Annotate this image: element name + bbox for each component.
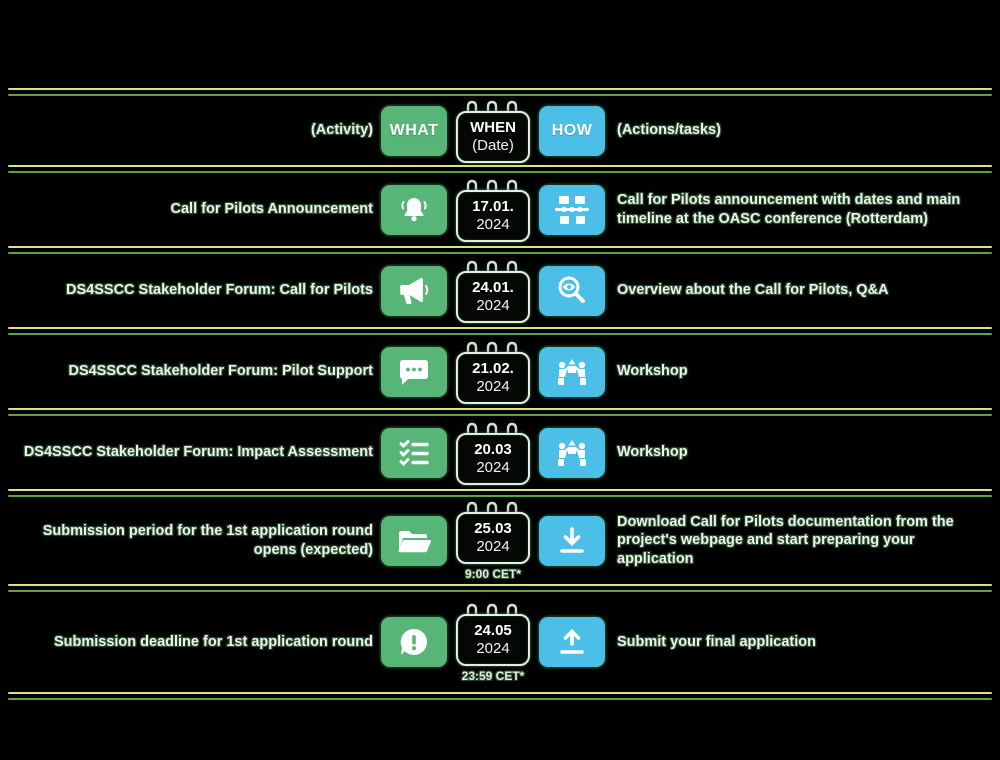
sitemap-icon: [555, 195, 589, 224]
separator: [8, 327, 992, 335]
calendar-body: 24.01. 2024: [456, 270, 530, 323]
calendar-body: 21.02. 2024: [456, 351, 530, 404]
bell-icon: [401, 197, 427, 221]
checklist-icon: [399, 439, 429, 466]
calendar: 24.05 2024 23:59 CET*: [455, 602, 531, 683]
calendar-date: 20.03: [474, 440, 512, 458]
how-tile: [539, 427, 605, 478]
time-note: 9:00 CET*: [464, 567, 522, 581]
what-tile: [381, 184, 447, 235]
timeline-row-pilot-support: DS4SSCC Stakeholder Forum: Pilot Support…: [0, 335, 1000, 408]
calendar-binding-icon: [466, 179, 518, 193]
alert-chat-icon: [400, 628, 427, 655]
calendar-body: 24.05 2024: [456, 613, 530, 666]
calendar-binding-icon: [466, 341, 518, 355]
workshop-icon: [558, 358, 586, 385]
header-activity-label: (Activity): [310, 122, 373, 139]
when-header-body: WHEN (Date): [456, 110, 530, 163]
separator: [8, 88, 992, 96]
how-tile: [539, 617, 605, 667]
calendar-body: 17.01. 2024: [456, 189, 530, 242]
calendar-date: 24.01.: [472, 278, 514, 296]
time-note: 23:59 CET*: [461, 668, 525, 683]
download-icon: [560, 526, 584, 553]
chat-dots-icon: [400, 359, 428, 385]
calendar: 21.02. 2024: [455, 340, 531, 404]
separator: [8, 408, 992, 416]
calendar-binding-icon: [466, 100, 518, 114]
what-tile: [381, 346, 447, 397]
when-sub-label: (Date): [472, 136, 514, 154]
calendar: 17.01. 2024: [455, 178, 531, 242]
what-label: WHAT: [389, 121, 439, 139]
header-actions-label: (Actions/tasks): [617, 122, 721, 139]
separator: [8, 584, 992, 592]
calendar: 25.03 2024 9:00 CET*: [455, 500, 531, 581]
calendar-year: 2024: [476, 458, 510, 476]
calendar-binding-icon: [466, 603, 518, 617]
row-action: Workshop: [617, 444, 688, 461]
what-tile: [381, 515, 447, 566]
row-action: Workshop: [617, 363, 688, 380]
how-tile: [539, 515, 605, 566]
row-action: Submit your final application: [617, 633, 816, 650]
how-label: HOW: [551, 121, 593, 139]
workshop-icon: [558, 439, 586, 466]
calendar-year: 2024: [476, 215, 510, 233]
timeline-row-impact-assessment: DS4SSCC Stakeholder Forum: Impact Assess…: [0, 416, 1000, 489]
how-tile: [539, 184, 605, 235]
when-header-calendar: WHEN (Date): [455, 99, 531, 163]
calendar-binding-icon: [466, 422, 518, 436]
how-header-tile: HOW: [539, 105, 605, 156]
calendar-date: 24.05: [474, 621, 512, 639]
search-eye-icon: [558, 276, 585, 303]
upload-icon: [560, 628, 584, 654]
separator: [8, 165, 992, 173]
what-tile: [381, 427, 447, 478]
calendar-year: 2024: [476, 538, 510, 555]
how-tile: [539, 265, 605, 316]
timeline-row-announcement: Call for Pilots Announcement 17.01. 2024: [0, 173, 1000, 246]
calendar-date: 17.01.: [472, 197, 514, 215]
calendar-year: 2024: [476, 377, 510, 395]
what-tile: [381, 617, 447, 667]
row-action: Download Call for Pilots documentation f…: [617, 514, 954, 567]
header-row: (Activity) WHAT WHEN (Date) HOW (Actions…: [0, 96, 1000, 165]
timeline-row-submission-opens: Submission period for the 1st applicatio…: [0, 497, 1000, 584]
row-action: Call for Pilots announcement with dates …: [617, 192, 961, 227]
how-tile: [539, 346, 605, 397]
row-action: Overview about the Call for Pilots, Q&A: [617, 282, 889, 299]
row-activity: DS4SSCC Stakeholder Forum: Pilot Support: [68, 363, 373, 380]
top-spacer: [0, 0, 1000, 88]
separator: [8, 489, 992, 497]
calendar: 20.03 2024: [455, 421, 531, 485]
calendar-body: 25.03 2024: [456, 512, 530, 564]
what-header-tile: WHAT: [381, 105, 447, 156]
separator: [8, 246, 992, 254]
calendar-year: 2024: [476, 639, 510, 657]
when-label: WHEN: [470, 118, 516, 136]
timeline-row-submission-deadline: Submission deadline for 1st application …: [0, 592, 1000, 692]
calendar-date: 25.03: [474, 520, 512, 537]
row-activity: DS4SSCC Stakeholder Forum: Call for Pilo…: [66, 282, 373, 299]
calendar-body: 20.03 2024: [456, 432, 530, 485]
separator: [8, 692, 992, 700]
calendar-year: 2024: [476, 296, 510, 314]
row-activity: Submission deadline for 1st application …: [53, 633, 373, 650]
row-activity: DS4SSCC Stakeholder Forum: Impact Assess…: [23, 444, 373, 461]
row-activity: Call for Pilots Announcement: [170, 201, 373, 218]
timeline-row-forum-call: DS4SSCC Stakeholder Forum: Call for Pilo…: [0, 254, 1000, 327]
calendar-binding-icon: [466, 501, 518, 515]
megaphone-icon: [400, 277, 429, 304]
calendar: 24.01. 2024: [455, 259, 531, 323]
folder-open-icon: [398, 530, 432, 552]
what-tile: [381, 265, 447, 316]
calendar-binding-icon: [466, 260, 518, 274]
calendar-date: 21.02.: [472, 359, 514, 377]
row-activity: Submission period for the 1st applicatio…: [42, 523, 373, 558]
